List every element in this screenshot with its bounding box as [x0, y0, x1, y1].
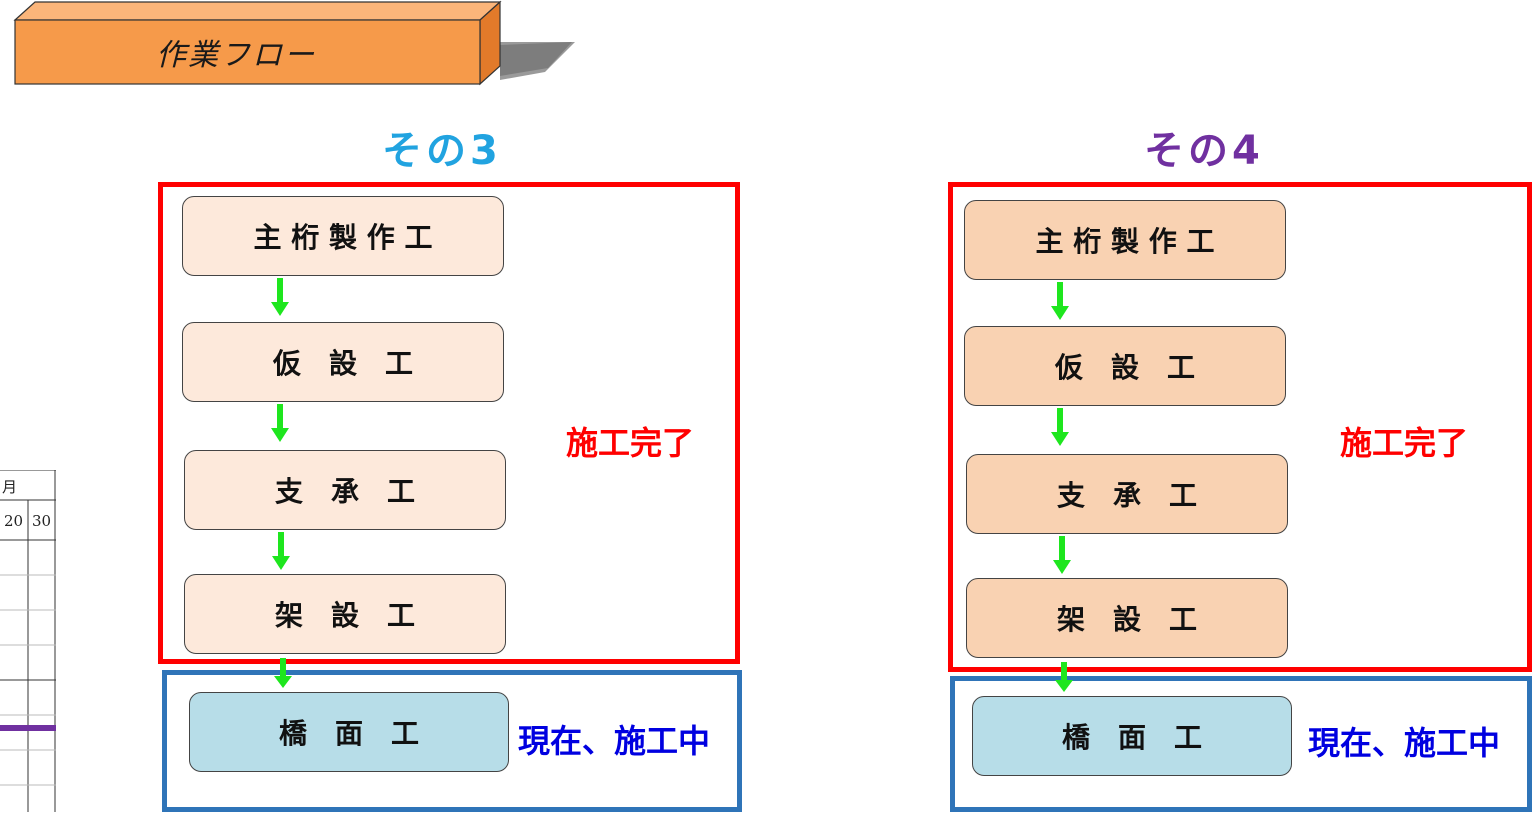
flow-3-step-deck: 橋 面 工: [189, 692, 509, 772]
flow-4-step-erection: 架 設 工: [966, 578, 1288, 658]
flow-4-step-main-girder: 主 桁 製 作 工: [964, 200, 1286, 280]
flow-4-step-label: 主 桁 製 作 工: [1035, 225, 1215, 258]
flow-3-step-label: 仮 設 工: [272, 347, 413, 380]
flow-3-arrow-2: [271, 404, 289, 442]
flow-4-step-label: 架 設 工: [1056, 603, 1197, 636]
flow-4-title: その4: [1144, 128, 1264, 174]
flow-4-arrow-4: [1055, 662, 1073, 692]
flow-4-current-frame: [950, 676, 1532, 812]
flow-3-arrow-3: [272, 532, 290, 570]
gantt-chart-fragment: 月 20 30: [0, 469, 56, 812]
flow-4-arrow-3: [1053, 536, 1071, 574]
flow-3-step-erection: 架 設 工: [184, 574, 506, 654]
flow-4-done-label: 施工完了: [1340, 424, 1469, 462]
banner-3d-box: [13, 0, 575, 86]
flow-3-step-label: 架 設 工: [274, 599, 415, 632]
flow-4-arrow-2: [1051, 408, 1069, 446]
flow-3-step-main-girder: 主 桁 製 作 工: [182, 196, 504, 276]
flow-4-current-step-label: 橋 面 工: [1061, 721, 1202, 754]
flow-4-step-label: 支 承 工: [1056, 479, 1197, 512]
flow-3-done-label: 施工完了: [566, 424, 695, 462]
flow-3-step-bearing: 支 承 工: [184, 450, 506, 530]
flow-3-completed-frame: [158, 182, 740, 664]
flow-4-step-label: 仮 設 工: [1054, 351, 1195, 384]
flow-3-current-frame: [162, 670, 742, 812]
flow-4-step-temporary: 仮 設 工: [964, 326, 1286, 406]
banner-title: 作業フロー: [156, 38, 316, 73]
flow-3-step-label: 支 承 工: [274, 475, 415, 508]
flow-4-step-bearing: 支 承 工: [966, 454, 1288, 534]
gantt-progress-bar: [0, 725, 56, 731]
flow-3-current-step-label: 橋 面 工: [278, 717, 419, 750]
flow-4-step-deck: 橋 面 工: [972, 696, 1292, 776]
flow-3-step-temporary: 仮 設 工: [182, 322, 504, 402]
flow-3-step-label: 主 桁 製 作 工: [253, 221, 433, 254]
flow-4-arrow-1: [1051, 282, 1069, 320]
gantt-col-30: 30: [32, 512, 52, 530]
flow-4-completed-frame: [948, 182, 1532, 672]
flow-3-current-label: 現在、施工中: [518, 722, 711, 760]
flow-3-arrow-1: [271, 278, 289, 316]
flow-3-title: その3: [382, 128, 502, 174]
flow-3-arrow-4: [274, 658, 292, 688]
gantt-month-header: 月: [2, 478, 18, 496]
flow-4-current-label: 現在、施工中: [1308, 724, 1501, 762]
title-banner: 作業フロー: [0, 0, 600, 100]
gantt-col-20: 20: [4, 512, 24, 530]
gantt-grid: [0, 469, 56, 812]
